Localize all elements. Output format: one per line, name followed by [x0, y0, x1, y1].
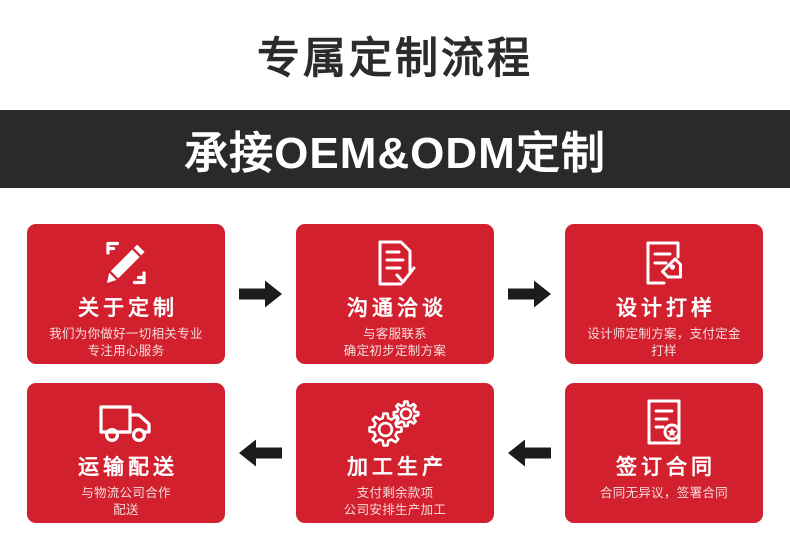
flow-step-subtitle-line: 设计师定制方案，支付定金 [587, 327, 741, 341]
flow-step-subtitle-line: 与物流公司合作 [81, 486, 171, 500]
flow-step-title: 签订合同 [616, 456, 716, 479]
flow-step-subtitle: 与客服联系 确定初步定制方案 [334, 326, 456, 360]
flow-step-subtitle-line: 支付剩余款项 [356, 486, 434, 500]
flow-step-subtitle-line: 专注用心服务 [87, 344, 165, 358]
flow-step-subtitle: 与物流公司合作 配送 [71, 485, 181, 519]
flow-row-top: 关于定制 我们为你做好一切相关专业 专注用心服务 [27, 224, 763, 364]
oem-odm-banner: 承接OEM&ODM定制 [0, 110, 790, 188]
flow-row-bottom: 运输配送 与物流公司合作 配送 [27, 383, 763, 523]
document-check-icon [370, 232, 420, 294]
contract-seal-icon [641, 391, 687, 453]
flow-step-subtitle-line: 合同无异议，签署合同 [599, 486, 728, 500]
flow-step-subtitle-line: 确定初步定制方案 [343, 344, 447, 358]
flow-step-subtitle-line: 打样 [651, 344, 677, 358]
banner-text: 承接OEM&ODM定制 [184, 129, 606, 178]
arrow-left-step4-step5 [494, 383, 565, 523]
flow-step-subtitle-line: 我们为你做好一切相关专业 [49, 327, 203, 341]
flow-step-design-sample[interactable]: 设计打样 设计师定制方案，支付定金 打样 [565, 224, 763, 364]
flow-step-title: 加工生产 [347, 456, 447, 479]
pencil-ruler-icon [99, 232, 153, 294]
flow-step-delivery[interactable]: 运输配送 与物流公司合作 配送 [27, 383, 225, 523]
flow-step-title: 沟通洽谈 [347, 297, 447, 320]
flow-step-subtitle-line: 公司安排生产加工 [343, 503, 447, 517]
arrow-left-step5-step6 [225, 383, 296, 523]
gears-icon [367, 391, 423, 453]
arrow-right-step1-step2 [225, 224, 296, 364]
document-tag-icon [639, 232, 689, 294]
flow-step-subtitle: 合同无异议，签署合同 [590, 485, 738, 502]
flow-step-title: 运输配送 [78, 456, 178, 479]
flow-step-subtitle-line: 与客服联系 [362, 327, 427, 341]
page-title: 专属定制流程 [257, 35, 533, 83]
delivery-truck-icon [97, 391, 155, 453]
flow-step-about-customization[interactable]: 关于定制 我们为你做好一切相关专业 专注用心服务 [27, 224, 225, 364]
flow-step-communication[interactable]: 沟通洽谈 与客服联系 确定初步定制方案 [296, 224, 494, 364]
arrow-right-step2-step3 [494, 224, 565, 364]
flow-step-subtitle: 设计师定制方案，支付定金 打样 [577, 326, 751, 360]
flow-step-title: 设计打样 [616, 297, 716, 320]
custom-process-flow: 关于定制 我们为你做好一切相关专业 专注用心服务 [0, 205, 790, 545]
flow-step-subtitle-line: 配送 [113, 503, 139, 517]
flow-step-production[interactable]: 加工生产 支付剩余款项 公司安排生产加工 [296, 383, 494, 523]
flow-step-sign-contract[interactable]: 签订合同 合同无异议，签署合同 [565, 383, 763, 523]
flow-step-subtitle: 我们为你做好一切相关专业 专注用心服务 [39, 326, 213, 360]
flow-step-title: 关于定制 [78, 297, 178, 320]
flow-step-subtitle: 支付剩余款项 公司安排生产加工 [334, 485, 456, 519]
